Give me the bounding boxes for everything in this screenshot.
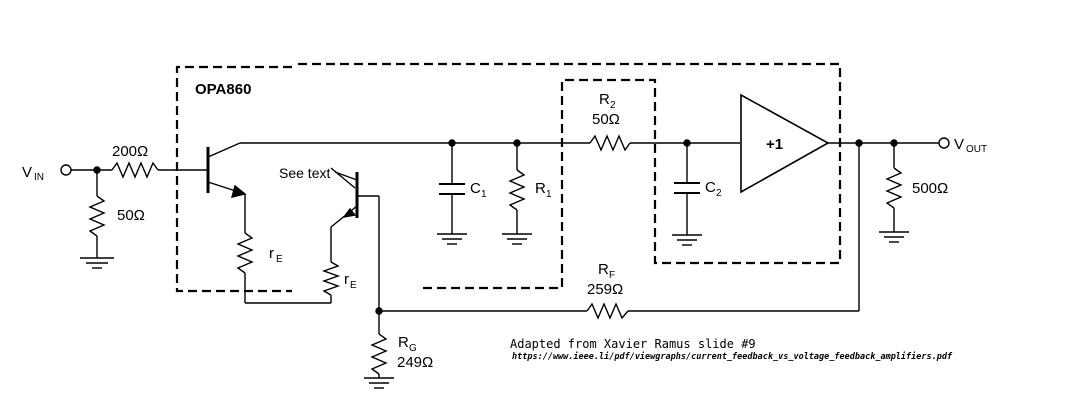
re2-resistor <box>321 261 341 296</box>
see-text-label: See text <box>279 165 330 181</box>
r2-label: R <box>599 91 610 108</box>
dashed-region-left <box>298 62 842 290</box>
rf-value: 259Ω <box>587 281 623 298</box>
c2-label: C <box>705 179 716 196</box>
c1-label-sub: 1 <box>481 189 487 200</box>
vin-label: V <box>22 164 32 181</box>
load-resistor <box>885 167 903 209</box>
rg-label-sub: G <box>409 343 417 354</box>
ground-icon-r1 <box>502 233 532 245</box>
re2-label-sub: E <box>350 280 357 291</box>
input-shunt-value: 50Ω <box>117 207 145 224</box>
r2-label-sub: 2 <box>610 100 616 111</box>
ground-icon-c1 <box>437 233 467 245</box>
c1-capacitor <box>439 183 465 195</box>
rg-label: R <box>398 334 409 351</box>
transistor-q1 <box>206 142 246 195</box>
source-url: https://www.ieee.li/pdf/viewgraphs/curre… <box>512 352 953 362</box>
re1-label: r <box>269 245 274 262</box>
rg-value: 249Ω <box>397 354 433 371</box>
r1-resistor <box>508 169 526 211</box>
re2-label: r <box>344 271 349 288</box>
ground-icon-1 <box>80 257 114 269</box>
buffer-gain-label: +1 <box>766 136 783 153</box>
unity-buffer-triangle <box>740 93 830 194</box>
load-value: 500Ω <box>912 180 948 197</box>
vout-label-sub: OUT <box>966 144 987 155</box>
ground-icon-c2 <box>672 234 702 246</box>
vout-terminal <box>938 137 950 149</box>
vin-label-sub: IN <box>34 172 44 183</box>
r2-resistor <box>589 134 631 152</box>
input-series-value: 200Ω <box>112 143 148 160</box>
c2-capacitor <box>674 182 700 194</box>
opa860-label: OPA860 <box>195 81 251 98</box>
opa860-block-outline <box>175 65 292 293</box>
see-text-leader <box>330 167 356 189</box>
r1-label-sub: 1 <box>546 189 552 200</box>
rf-resistor <box>586 302 629 320</box>
r1-label: R <box>535 180 546 197</box>
transistor-q2 <box>330 171 379 228</box>
re1-resistor <box>236 232 254 274</box>
vout-label: V <box>954 136 964 153</box>
rg-resistor <box>370 333 388 375</box>
input-shunt-resistor <box>88 195 106 237</box>
r2-value: 50Ω <box>592 111 620 128</box>
vin-terminal <box>60 164 72 176</box>
input-series-resistor <box>111 161 159 179</box>
c2-label-sub: 2 <box>716 188 722 199</box>
rf-label: R <box>598 261 609 278</box>
ground-icon-load <box>879 231 909 243</box>
c1-label: C <box>470 180 481 197</box>
rf-label-sub: F <box>609 270 615 281</box>
ground-icon-rg <box>364 377 394 389</box>
credit-caption: Adapted from Xavier Ramus slide #9 <box>510 337 756 351</box>
re1-label-sub: E <box>276 254 283 265</box>
